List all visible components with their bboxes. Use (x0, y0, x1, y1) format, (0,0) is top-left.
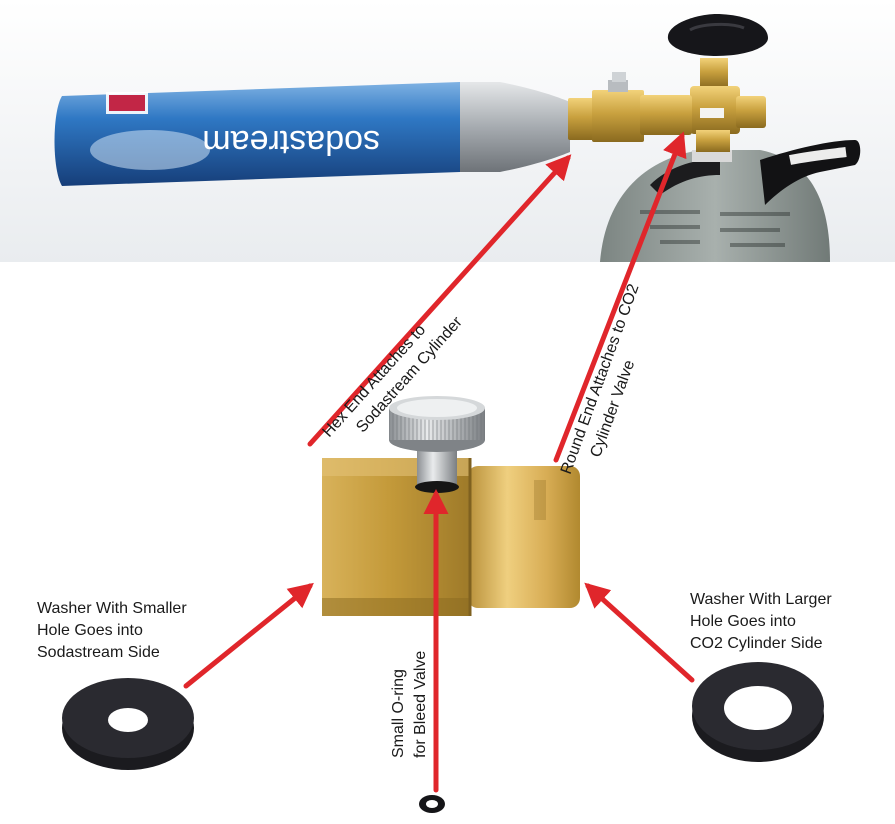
label-washer-small-line-2: Hole Goes into (37, 622, 143, 639)
label-oring-line-2: for Bleed Valve (412, 650, 429, 758)
label-washer-small: Washer With Smaller Hole Goes into Sodas… (37, 598, 187, 664)
annotation-arrows (183, 131, 695, 793)
co2-tank (600, 140, 861, 262)
label-washer-large-line-2: Hole Goes into (690, 613, 796, 630)
arrow-washer-large (584, 582, 695, 683)
sodastream-cylinder: sodastream (54, 82, 570, 186)
label-washer-large: Washer With Larger Hole Goes into CO2 Cy… (690, 589, 832, 655)
label-washer-large-line-3: CO2 Cylinder Side (690, 635, 823, 652)
valve-knob (667, 14, 768, 56)
small-oring (419, 795, 445, 813)
label-washer-small-line-3: Sodastream Side (37, 644, 160, 661)
label-oring-line-1: Small O-ring (390, 669, 407, 758)
arrow-washer-small (183, 582, 314, 689)
label-oring: Small O-ring for Bleed Valve (388, 651, 432, 758)
label-washer-small-line-1: Washer With Smaller (37, 600, 187, 617)
arrow-hex-end (307, 154, 572, 447)
cylinder-brand-text: sodastream (202, 123, 380, 161)
washer-small-hole (62, 678, 194, 770)
co2-valve (667, 14, 768, 152)
top-adapter (568, 72, 692, 142)
adapter-round-end (468, 466, 580, 608)
label-washer-large-line-1: Washer With Larger (690, 591, 832, 608)
bleed-valve-oring-installed (415, 481, 459, 493)
arrow-round-end (553, 131, 687, 463)
washer-large-hole (692, 662, 824, 762)
